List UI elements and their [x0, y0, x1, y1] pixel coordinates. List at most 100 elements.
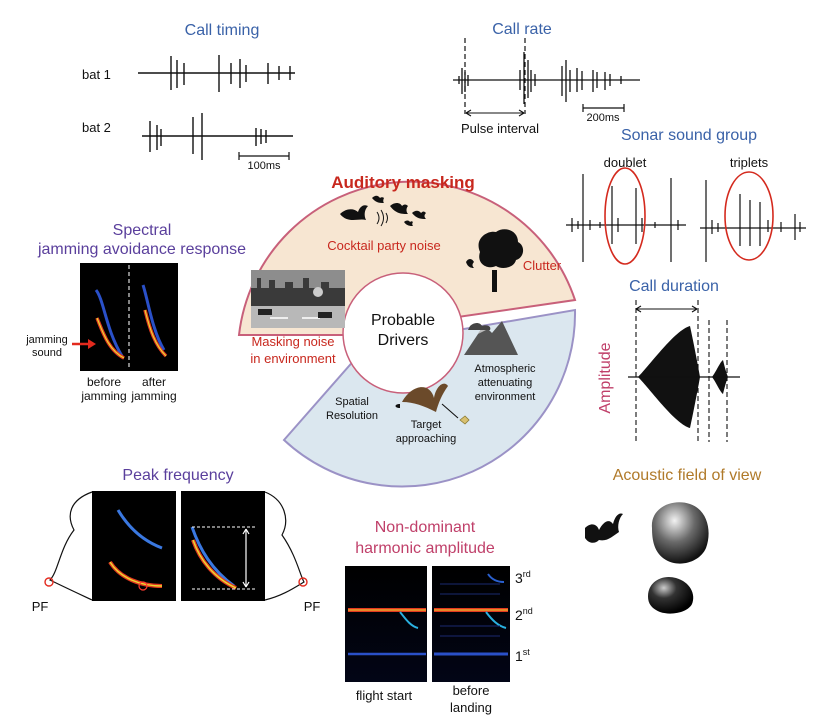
call-timing-title: Call timing [185, 22, 260, 39]
bandwidth-label: Bandwidth [193, 599, 254, 614]
cocktail-party-label: Cocktail party noise [327, 238, 440, 253]
bat-flock-icon [340, 195, 426, 226]
call-rate-trace [453, 52, 640, 104]
acoustic-bat-icon [585, 513, 623, 543]
drivers-line2: Drivers [378, 332, 429, 349]
peak-left-marker [138, 581, 148, 591]
triplets-label: triplets [730, 155, 769, 170]
acoustic-fov-panel: Acoustic field of view [585, 467, 762, 614]
harmonic-spectrogram-start [345, 566, 427, 682]
before-landing-line2: landing [450, 700, 492, 715]
harmonic-3rd-num: 3 [515, 570, 523, 586]
sonar-group-panel: Sonar sound group doublet triplets [566, 127, 806, 265]
bat2-trace [142, 113, 293, 160]
harmonic-1st-num: 1 [515, 648, 523, 664]
tree-icon [478, 229, 524, 292]
call-rate-panel: Call rate Pulse interval 200ms [453, 21, 640, 136]
ring-center-hole [342, 272, 464, 394]
atmospheric-line1: Atmospheric [474, 363, 536, 375]
mountain-icon [464, 321, 518, 355]
bat1-label: bat 1 [82, 67, 111, 82]
pulse-interval-label: Pulse interval [461, 121, 539, 136]
harmonic-title-line1: Non-dominant [375, 519, 476, 536]
call-timing-scalebar [238, 152, 290, 160]
bat2-label: bat 2 [82, 120, 111, 135]
masking-noise-line1: Masking noise [251, 334, 334, 349]
acoustic-blob-small [648, 576, 694, 614]
triplets-circle [724, 171, 774, 261]
call-rate-title: Call rate [492, 21, 552, 38]
probable-drivers-ring: Probable Drivers Auditory masking Cockta… [237, 173, 577, 488]
pf-left-label: PF [32, 599, 49, 614]
harmonic-2nd-sup: nd [523, 606, 533, 616]
pf-left-marker [44, 577, 54, 587]
doublet-label: doublet [604, 155, 647, 170]
call-duration-title: Call duration [629, 278, 719, 295]
harmonic-1st-label: 1st [515, 647, 530, 664]
harmonic-panel: Non-dominant harmonic amplitude 3rd 2nd … [345, 519, 533, 715]
peak-right-call-glow [192, 539, 237, 589]
peak-right-call-blue [190, 526, 235, 588]
after-jamming-line2: jamming [130, 389, 176, 403]
call-duration-panel: Call duration Amplitude [597, 278, 740, 442]
target-line1: Target [411, 419, 442, 431]
triplets-trace [700, 180, 806, 262]
atmospheric-line2: attenuating [478, 377, 532, 389]
bandwidth-arrow [242, 528, 250, 588]
call-timing-panel: Call timing bat 1 bat 2 100ms [82, 22, 295, 172]
harmonic-1st-sup: st [523, 647, 531, 657]
peak-left-spectrum [48, 491, 93, 601]
masking-noise-line2: in environment [250, 351, 336, 366]
jar-before-call-glow [96, 317, 125, 359]
peak-frequency-title: Peak frequency [122, 467, 233, 484]
peak-left-call-glow [109, 561, 163, 587]
peak-right-spectrum [264, 491, 305, 601]
pf-right-label: PF [304, 599, 321, 614]
before-jamming-line2: jamming [80, 389, 126, 403]
peak-spectrogram-left [92, 491, 176, 601]
spatial-line2: Resolution [326, 410, 378, 422]
sound-wave-icon [376, 209, 388, 227]
auditory-masking-title: Auditory masking [331, 173, 475, 192]
atmospheric-line3: environment [475, 391, 536, 403]
before-jamming-line1: before [87, 375, 121, 389]
spectral-title-line1: Spectral [113, 222, 172, 239]
acoustic-fov-title: Acoustic field of view [613, 467, 762, 484]
doublet-circle [604, 167, 646, 265]
spatial-line1: Spatial [335, 396, 369, 408]
doublet-trace [566, 174, 686, 262]
spectral-title-line2: jamming avoidance response [37, 241, 246, 258]
sonar-title: Sonar sound group [621, 127, 757, 144]
harmonic-3rd-label: 3rd [515, 569, 531, 586]
clutter-label: Clutter [523, 258, 562, 273]
harmonic-title-line2: harmonic amplitude [355, 540, 495, 557]
harmonic-2nd-label: 2nd [515, 606, 533, 623]
jar-after-call-glow [144, 309, 167, 357]
city-scene-icon [251, 270, 345, 328]
peak-left-call-blue [116, 509, 163, 550]
pf-right-marker [298, 577, 308, 587]
flight-start-label: flight start [356, 688, 413, 703]
target-arrow [441, 403, 459, 419]
jar-before-call-blue [94, 289, 124, 357]
jamming-arrow-head [88, 339, 96, 349]
spectral-jar-panel: Spectral jamming avoidance response jamm… [25, 222, 246, 403]
harmonic-3rd-sup: rd [523, 569, 531, 579]
duration-arrow [635, 305, 698, 313]
call-timing-scale-label: 100ms [247, 160, 281, 172]
jamming-sound-line1: jamming [25, 334, 68, 346]
bat-target-icon [395, 383, 448, 412]
landing-noise [440, 583, 500, 637]
landing-2nd-harmonic-tail [485, 611, 507, 629]
landing-3rd-harmonic [487, 573, 505, 583]
moth-icon [459, 415, 470, 425]
bat1-trace [138, 55, 295, 92]
call-rate-scalebar [582, 104, 625, 112]
peak-frequency-panel: Peak frequency Bandwidth PF PF [32, 467, 321, 614]
call-rate-scale-label: 200ms [586, 112, 620, 124]
jamming-sound-line2: sound [32, 347, 62, 359]
start-2nd-harmonic-tail [399, 611, 419, 629]
drivers-line1: Probable [371, 312, 435, 329]
acoustic-blob-large [651, 502, 709, 564]
